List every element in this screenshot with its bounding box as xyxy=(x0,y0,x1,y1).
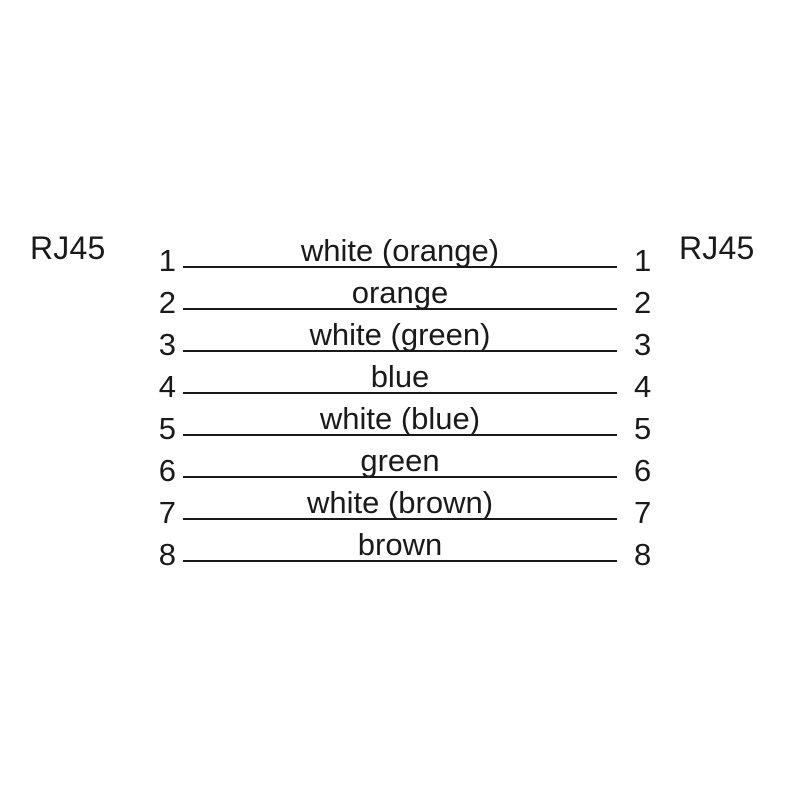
wire-color-label: white (brown) xyxy=(306,485,494,520)
wire-line xyxy=(183,476,617,478)
left-connector-label: RJ45 xyxy=(30,230,106,266)
right-pin-number: 7 xyxy=(634,495,652,530)
right-pin-number: 6 xyxy=(634,453,652,488)
left-pin-number: 4 xyxy=(158,369,176,404)
wire-color-label: green xyxy=(360,443,440,478)
left-pin-number: 6 xyxy=(158,453,176,488)
wire-color-label: brown xyxy=(357,527,443,562)
right-pin-number: 1 xyxy=(634,243,652,278)
pin-row: 6 green 6 xyxy=(150,436,660,486)
right-connector-label: RJ45 xyxy=(679,230,755,266)
wire-color-label: white (orange) xyxy=(300,233,500,268)
left-pin-number: 5 xyxy=(158,411,176,446)
left-pin-number: 8 xyxy=(158,537,176,572)
pin-row: 4 blue 4 xyxy=(150,352,660,402)
pin-row: 8 brown 8 xyxy=(150,520,660,570)
right-pin-number: 8 xyxy=(634,537,652,572)
right-pin-number: 3 xyxy=(634,327,652,362)
wire-line xyxy=(183,266,617,268)
pin-row: 2 orange 2 xyxy=(150,268,660,318)
wire-line xyxy=(183,308,617,310)
wire-line xyxy=(183,518,617,520)
right-pin-number: 2 xyxy=(634,285,652,320)
pin-row: 5 white (blue) 5 xyxy=(150,394,660,444)
pin-row: 3 white (green) 3 xyxy=(150,310,660,360)
pin-row: 1 white (orange) 1 xyxy=(150,226,660,276)
right-pin-number: 5 xyxy=(634,411,652,446)
pin-row: 7 white (brown) 7 xyxy=(150,478,660,528)
wire-line xyxy=(183,560,617,562)
wire-color-label: orange xyxy=(351,275,449,310)
wire-color-label: blue xyxy=(370,359,430,394)
left-pin-number: 2 xyxy=(158,285,176,320)
left-pin-number: 1 xyxy=(158,243,176,278)
wire-line xyxy=(183,392,617,394)
left-pin-number: 3 xyxy=(158,327,176,362)
wire-color-label: white (blue) xyxy=(319,401,481,436)
wire-line xyxy=(183,350,617,352)
wire-color-label: white (green) xyxy=(309,317,491,352)
right-pin-number: 4 xyxy=(634,369,652,404)
wire-line xyxy=(183,434,617,436)
left-pin-number: 7 xyxy=(158,495,176,530)
